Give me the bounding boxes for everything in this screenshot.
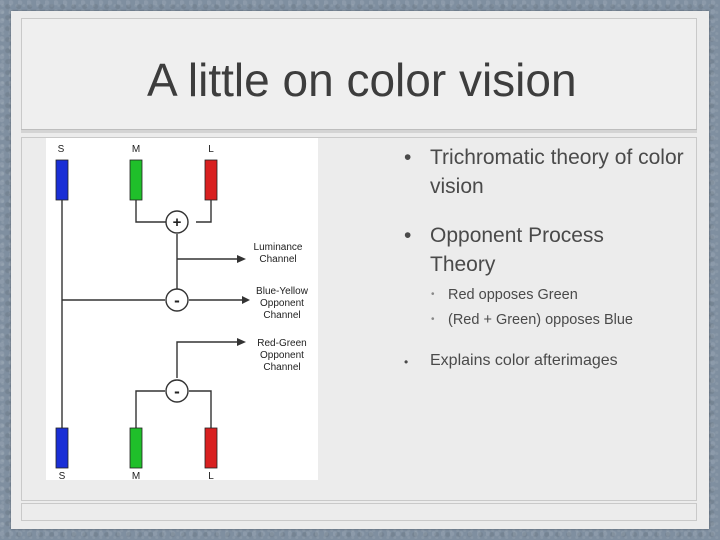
sub-bullet-marker: •: [431, 289, 435, 300]
bullet-marker: •: [404, 224, 412, 247]
wire-l-top: [196, 200, 212, 223]
minus-junction-top: [165, 288, 189, 312]
label-luminance-1: Luminance: [254, 242, 303, 253]
slide: A little on color vision S M L: [11, 11, 709, 529]
minus-junction-bottom: [165, 379, 189, 403]
sub-bullet-text: Red opposes Green: [448, 287, 578, 303]
footer-area: [21, 503, 697, 521]
plus-sign: +: [173, 214, 182, 231]
cone-label-s-top: S: [58, 144, 65, 155]
arrow-luminance: [237, 255, 246, 263]
cone-m-bottom: [129, 427, 143, 469]
cone-label-l-bottom: L: [208, 471, 214, 480]
arrow-red-green: [237, 338, 246, 346]
sub-bullet-text: (Red + Green) opposes Blue: [448, 312, 633, 328]
cone-s-top: [55, 159, 69, 201]
minus-sign-top: -: [174, 291, 180, 310]
cone-m-top: [129, 159, 143, 201]
label-luminance-2: Channel: [259, 254, 296, 265]
label-red-green-3: Channel: [263, 362, 300, 373]
bullet-text: Trichromatic theory of color vision: [430, 146, 684, 198]
sub-bullet-marker: •: [431, 314, 435, 325]
wire-l-bottom: [189, 390, 212, 428]
cone-s-bottom: [55, 427, 69, 469]
title-divider: [21, 129, 697, 133]
wire-m-top: [135, 200, 166, 223]
wire-m-bottom: [135, 390, 165, 428]
label-red-green-2: Opponent: [260, 350, 304, 361]
title-area: A little on color vision: [21, 18, 697, 131]
cone-label-m-top: M: [132, 144, 140, 155]
plus-junction: [165, 210, 189, 234]
cone-l-bottom: [204, 427, 218, 469]
bullet-marker: •: [404, 355, 409, 369]
bullet-text: Explains color afterimages: [430, 352, 618, 369]
label-blue-yellow-2: Opponent: [260, 298, 304, 309]
minus-sign-bottom: -: [174, 382, 180, 401]
cone-label-s-bottom: S: [59, 471, 66, 480]
bullet-text: Opponent Process Theory: [430, 224, 604, 276]
cone-l-top: [204, 159, 218, 201]
cone-label-l-top: L: [208, 144, 214, 155]
label-blue-yellow-1: Blue-Yellow: [256, 286, 309, 297]
opponent-process-diagram: S M L: [46, 138, 318, 480]
cone-label-m-bottom: M: [132, 471, 140, 480]
slide-title: A little on color vision: [147, 54, 577, 106]
wire-red-green: [176, 341, 240, 378]
bullet-marker: •: [404, 146, 412, 169]
label-red-green-1: Red-Green: [257, 338, 306, 349]
label-blue-yellow-3: Channel: [263, 310, 300, 321]
arrow-blue-yellow: [242, 296, 250, 304]
